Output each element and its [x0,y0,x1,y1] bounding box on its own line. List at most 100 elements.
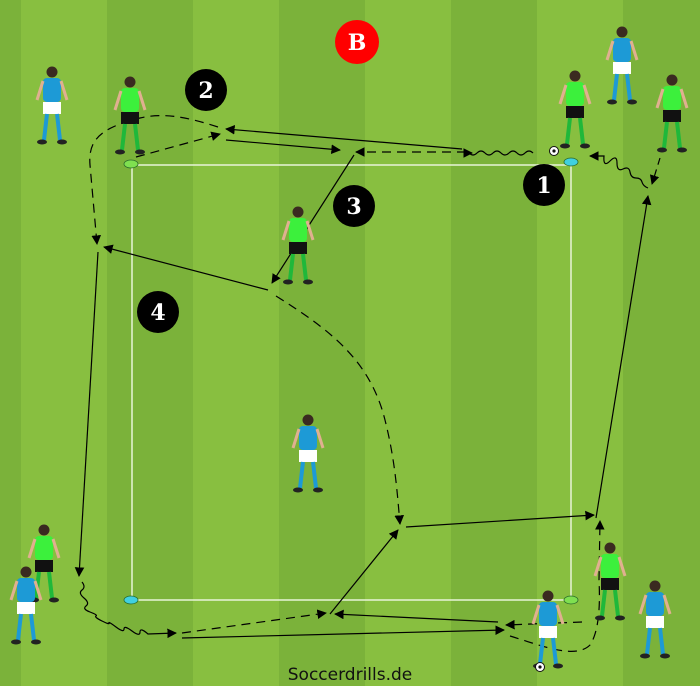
player-leg [613,589,620,617]
step-label: 1 [536,173,551,199]
player-blue [35,66,69,145]
player-shorts [601,578,619,590]
player-head [302,414,314,426]
player-arm [51,538,61,559]
pass-line-1 [225,124,463,150]
variant-badge-circle [335,20,379,64]
player-leg [47,571,54,599]
player-leg [538,637,545,665]
player-arm [629,40,639,61]
player-shirt [121,88,139,112]
player-green [549,70,592,156]
cones [123,157,579,605]
variant-badge: B [335,20,379,64]
movement-lines [74,115,661,652]
player-shorts [121,112,139,124]
player-leg [578,117,585,145]
run-curve-4 [509,520,605,652]
player-head [46,66,58,78]
player-leg [625,73,632,101]
pass-line-7 [329,529,399,615]
pass-line-8 [334,609,499,623]
player-shirt [646,592,664,616]
player-shorts [35,560,53,572]
player-boot [37,139,47,145]
player-arm [558,84,568,105]
pass-line-5 [74,251,99,577]
player-shirt [601,554,619,578]
player-head [604,542,616,554]
player-arm [113,90,123,111]
step-badge-4: 4 [137,291,179,333]
player-blue [9,566,43,645]
run-curve-2 [89,115,219,245]
player-arm [531,604,541,625]
pass-line-6 [181,625,505,639]
player-arm [617,556,627,577]
cone-icon [563,595,579,605]
dashed-run-1 [649,157,661,185]
player-leg [645,627,652,655]
player-boot [135,149,145,155]
player-shirt [43,78,61,102]
player-shirt [613,38,631,62]
player-shirt [17,578,35,602]
player-leg [662,121,669,149]
player-boot [303,279,313,285]
dribble-path-2 [79,581,177,639]
player-arm [582,84,592,105]
player-shorts [663,110,681,122]
player-arm [281,220,291,241]
player-head [20,566,32,578]
step-label: 3 [346,194,361,220]
pass-line-9 [405,510,595,528]
player-arm [593,556,603,577]
player-shorts [646,616,664,628]
player-arm [305,220,315,241]
player-head [124,76,136,88]
dribble-path-3 [589,151,649,189]
player-boot [660,653,670,659]
player-boot [283,279,293,285]
players [9,26,689,672]
player-head [666,74,678,86]
cone-icon [123,159,139,169]
player-leg [29,613,36,641]
player-arm [291,428,301,449]
player-leg [16,613,23,641]
player-head [616,26,628,38]
player-head [649,580,661,592]
player-arm [33,580,43,601]
player-shorts [299,450,317,462]
player-boot [313,487,323,493]
run-curve-3 [275,295,405,525]
player-shorts [17,602,35,614]
player-arm [35,80,45,101]
player-boot [115,149,125,155]
variant-label: B [348,30,367,56]
pass-line-2 [225,139,341,155]
player-arm [315,428,325,449]
player-shorts [613,62,631,74]
player-arm [679,88,689,109]
player-arm [137,90,147,111]
pass-line-10 [595,195,652,519]
player-head [38,524,50,536]
player-boot [49,597,59,603]
player-shirt [539,602,557,626]
player-boot [57,139,67,145]
player-shirt [289,218,307,242]
ball-icon-patch [552,149,556,153]
player-leg [42,113,49,141]
step-badge-1: 1 [523,164,565,206]
player-leg [675,121,682,149]
ball-icon-patch [538,665,542,669]
player-leg [600,589,607,617]
player-arm [638,594,648,615]
player-leg [311,461,318,489]
player-arm [555,604,565,625]
player-arm [655,88,665,109]
player-head [542,590,554,602]
player-boot [580,143,590,149]
